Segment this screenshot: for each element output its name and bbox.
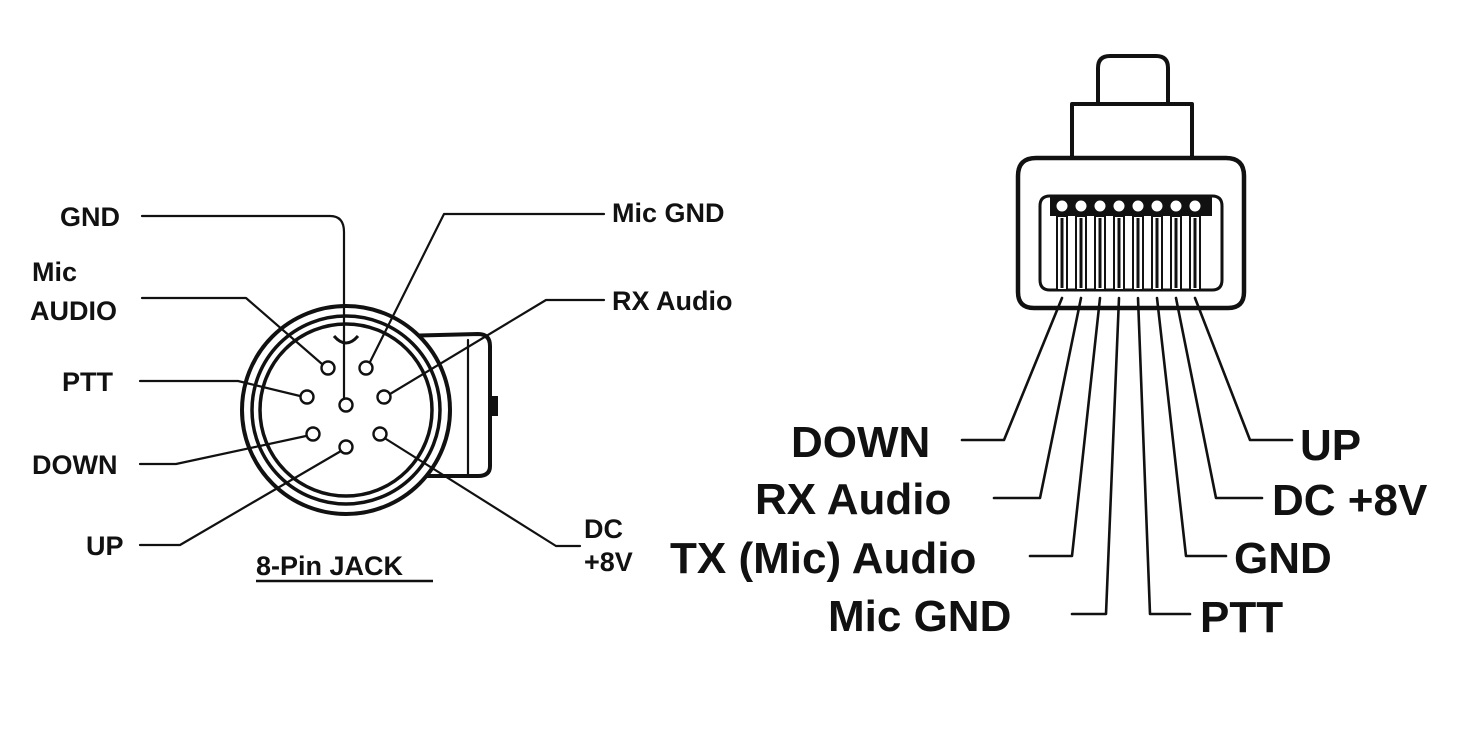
jack-pin-rx-audio — [376, 389, 392, 405]
jack-label-mic-audio-line2: AUDIO — [30, 296, 117, 326]
plug-label-dc-8v: DC +8V — [1272, 476, 1428, 525]
jack-label-mic-gnd: Mic GND — [612, 198, 725, 228]
jack-label-down: DOWN — [32, 450, 117, 480]
plug-lead-tx-mic-audio — [1028, 296, 1102, 558]
jack-pin-mic-audio — [320, 360, 336, 376]
plug-contact-dot — [1132, 200, 1144, 212]
jack-lead-mic-audio — [140, 296, 324, 366]
jack-pin-mic-gnd — [358, 360, 374, 376]
jack-middle-ring — [250, 314, 442, 506]
plug-housing-inner — [1038, 194, 1224, 292]
modular-plug: DOWN RX Audio TX (Mic) Audio Mic GND UP … — [670, 54, 1428, 642]
plug-contact-dot — [1170, 200, 1182, 212]
jack-label-dc-line2: +8V — [584, 547, 633, 577]
plug-lead-rx-audio — [992, 296, 1083, 500]
jack-pin-down — [305, 426, 321, 442]
jack-inner-ring — [258, 322, 434, 498]
jack-label-rx-audio: RX Audio — [612, 286, 733, 316]
jack-label-dc-line1: DC — [584, 514, 623, 544]
jack-label-gnd: GND — [60, 202, 120, 232]
plug-label-up: UP — [1300, 421, 1361, 470]
plug-lead-dc-8v — [1174, 296, 1264, 500]
jack-lead-ptt — [138, 379, 302, 398]
plug-lead-gnd — [1155, 296, 1228, 558]
plug-lead-mic-gnd — [1070, 296, 1121, 616]
plug-label-tx-mic-audio: TX (Mic) Audio — [670, 534, 976, 583]
jack-label-up: UP — [86, 531, 124, 561]
jack-key-notch — [332, 334, 360, 345]
plug-label-mic-gnd: Mic GND — [828, 592, 1011, 641]
jack-lead-mic-gnd — [368, 212, 606, 364]
jack-pin-dc — [372, 426, 388, 442]
jack-tab-nub — [490, 396, 498, 416]
plug-lead-down — [960, 296, 1064, 442]
plug-label-ptt: PTT — [1200, 593, 1283, 642]
plug-contact-dot — [1151, 200, 1163, 212]
plug-contact-dot — [1113, 200, 1125, 212]
jack-pin-up — [338, 439, 354, 455]
plug-latch-top — [1096, 54, 1170, 106]
jack-caption: 8-Pin JACK — [256, 551, 404, 581]
jack-pin-gnd — [338, 397, 354, 413]
jack-lead-dc — [384, 437, 582, 548]
jack-lead-up — [138, 449, 343, 547]
jack-label-ptt: PTT — [62, 367, 114, 397]
jack-label-mic-audio-line1: Mic — [32, 257, 77, 287]
plug-contact-dot — [1094, 200, 1106, 212]
plug-label-rx-audio: RX Audio — [755, 475, 951, 524]
jack-lead-down — [138, 434, 308, 466]
plug-contact-bank — [1050, 196, 1212, 216]
plug-housing — [1015, 155, 1247, 311]
plug-lead-ptt — [1136, 296, 1192, 616]
plug-label-down: DOWN — [791, 418, 930, 467]
plug-lead-up — [1193, 296, 1294, 442]
plug-label-gnd: GND — [1234, 534, 1332, 583]
plug-contact-dot — [1189, 200, 1201, 212]
jack-pin-ptt — [299, 389, 315, 405]
plug-contact-dot — [1056, 200, 1068, 212]
eight-pin-jack: GND Mic AUDIO PTT DOWN UP Mic GND RX Aud… — [30, 198, 733, 583]
jack-lead-gnd — [140, 214, 346, 400]
plug-contacts — [1056, 200, 1201, 291]
jack-lead-rx-audio — [388, 298, 606, 396]
plug-contact-dot — [1075, 200, 1087, 212]
